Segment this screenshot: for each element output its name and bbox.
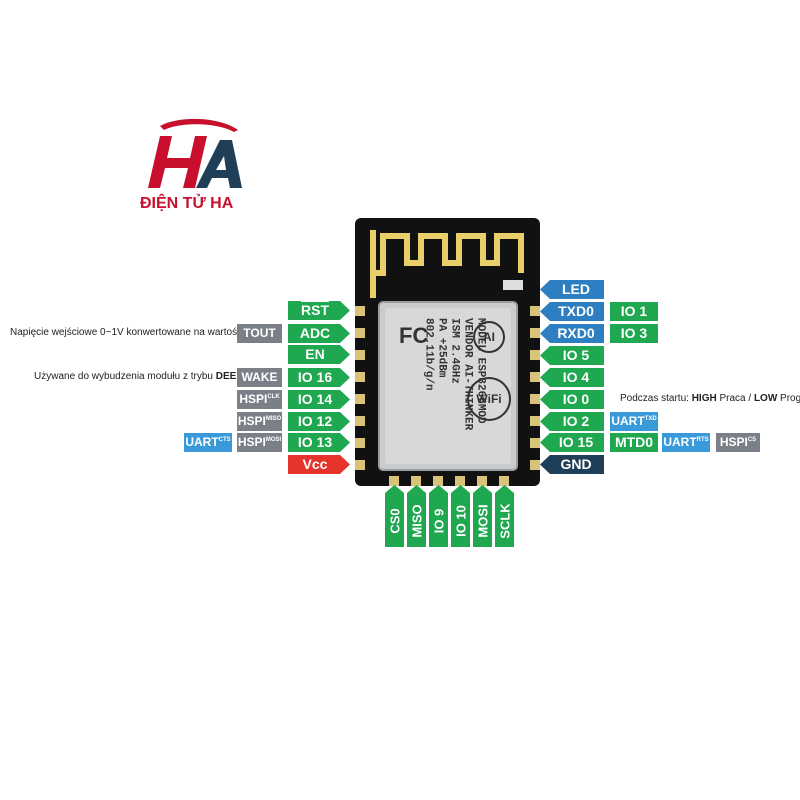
func-uart-txd-sup: TXD [644,416,657,422]
func-uart-cts-sup: CTS [218,437,231,443]
pin-led: LED [540,280,604,299]
pin-cs0-label: CS0 [387,508,402,534]
func-hspi-mosi: HSPIMOSI [237,433,282,452]
wifi-mark: WiFi [467,377,511,421]
func-tout: TOUT [237,324,282,343]
pin-txd0: TXD0 [540,302,604,321]
func-uart-cts: UARTCTS [184,433,232,452]
func-hspi-miso-sup: MISO [265,416,282,422]
boot-note-suffix: Program [780,393,800,404]
pin-rst: RST [288,301,350,320]
pin-en: EN [288,345,350,364]
pin-miso: MISO [407,485,426,547]
chip-text-line-4: PA +25dBm [435,317,448,377]
pin-mosi: MOSI [473,485,492,547]
ai-mark: AI [473,321,505,353]
pin-io15: IO 15 [540,433,604,452]
boot-note-low: LOW [753,393,778,404]
pin-io14: IO 14 [288,390,350,409]
pin-io13: IO 13 [288,433,350,452]
shield-engraving: MODEL ESP8266MOD VENDOR AI-THINKER ISM 2… [395,315,513,460]
brand-logo [148,118,242,188]
func-uart-txd-label: UART [611,414,645,428]
pin-gnd: GND [540,455,604,474]
pin-mtd0: MTD0 [610,433,658,452]
pin-io16: IO 16 [288,368,350,387]
pin-io9: IO 9 [429,485,448,547]
pin-io5: IO 5 [540,346,604,365]
func-hspi-clk-label: HSPI [239,392,268,406]
boot-note-high: HIGH [691,393,717,404]
pin-io1: IO 1 [610,302,658,321]
func-uart-rts-label: UART [663,435,697,449]
chip-text-line-3: ISM 2.4GHz [448,317,461,384]
pin-rxd0: RXD0 [540,324,604,343]
pin-cs0: CS0 [385,485,404,547]
func-uart-rts: UARTRTS [662,433,710,452]
pin-miso-label: MISO [409,504,424,538]
brand-name: ĐIỆN TỬ HA [140,195,234,212]
func-uart-txd: UARTTXD [610,412,658,431]
fcc-mark: FC [399,323,429,348]
adc-note: Napięcie wejściowe 0~1V konwertowane na … [10,327,276,338]
pin-rst-label: RST [301,302,329,318]
pin-vcc: Vcc [288,455,350,474]
func-hspi-clk-sup: CLK [267,394,280,400]
pin-io10: IO 10 [451,485,470,547]
func-wake: WAKE [237,368,282,387]
func-hspi-mosi-sup: MOSI [265,437,282,443]
func-uart-cts-label: UART [185,435,219,449]
pin-io12: IO 12 [288,412,350,431]
esp8266-module [355,218,540,486]
func-hspi-clk: HSPICLK [237,390,282,409]
func-hspi-miso-label: HSPI [237,414,266,428]
func-uart-rts-sup: RTS [696,437,709,443]
pin-io10-label: IO 10 [453,505,468,537]
func-hspi-cs: HSPICS [716,433,760,452]
func-hspi-cs-sup: CS [747,437,757,443]
pin-io0: IO 0 [540,390,604,409]
func-hspi-mosi-label: HSPI [237,435,266,449]
func-hspi-cs-label: HSPI [719,435,748,449]
pin-sclk-label: SCLK [497,503,512,539]
pin-io3: IO 3 [610,324,658,343]
boot-note: Podczas startu: HIGH Praca / LOW Program [620,393,800,404]
pin-io4: IO 4 [540,368,604,387]
func-hspi-miso: HSPIMISO [237,412,282,431]
pin-io2: IO 2 [540,412,604,431]
pin-mosi-label: MOSI [475,504,490,538]
pin-io9-label: IO 9 [431,508,446,534]
pin-sclk: SCLK [495,485,514,547]
boot-note-prefix: Podczas startu: [620,393,692,404]
boot-note-mid: Praca / [716,393,754,404]
wake-note-text: Używane do wybudzenia modułu z trybu [34,371,216,382]
pin-adc: ADC [288,324,350,343]
